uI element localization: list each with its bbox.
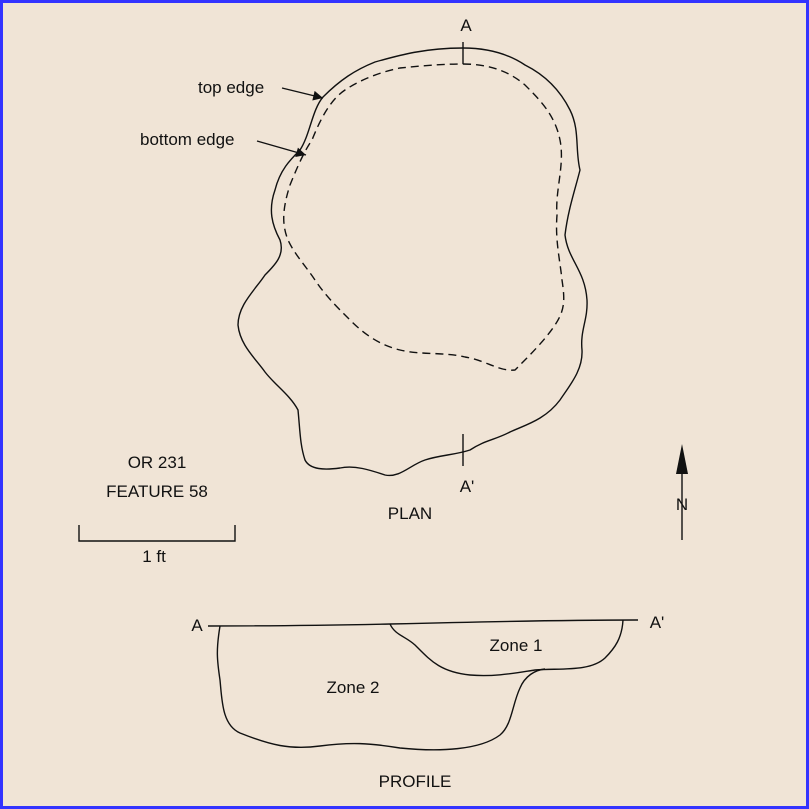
profile-label-a: A	[191, 616, 203, 635]
plan-title: PLAN	[388, 504, 432, 523]
plan-label-a: A	[460, 16, 472, 35]
zone-2-label: Zone 2	[327, 678, 380, 697]
profile-ground-surface	[207, 619, 639, 627]
top-edge-label: top edge	[198, 78, 264, 97]
top-edge-leader-arrow	[281, 87, 324, 101]
plan-bottom-edge-outline	[283, 63, 565, 371]
profile-label-a-prime: A'	[650, 613, 665, 632]
profile-title: PROFILE	[379, 772, 452, 791]
plan-top-edge-outline	[237, 47, 588, 477]
feature-number: FEATURE 58	[106, 482, 208, 501]
plan-label-a-prime: A'	[460, 477, 475, 496]
profile-zone-2-boundary	[216, 625, 546, 751]
scale-bar	[78, 525, 236, 542]
bottom-edge-leader-arrow	[256, 140, 307, 158]
zone-1-label: Zone 1	[490, 636, 543, 655]
north-label: N	[676, 495, 688, 514]
scale-label: 1 ft	[142, 547, 166, 566]
profile-zone-1-boundary	[389, 619, 624, 677]
bottom-edge-label: bottom edge	[140, 130, 235, 149]
site-number: OR 231	[128, 453, 187, 472]
north-arrow-icon	[676, 444, 688, 540]
